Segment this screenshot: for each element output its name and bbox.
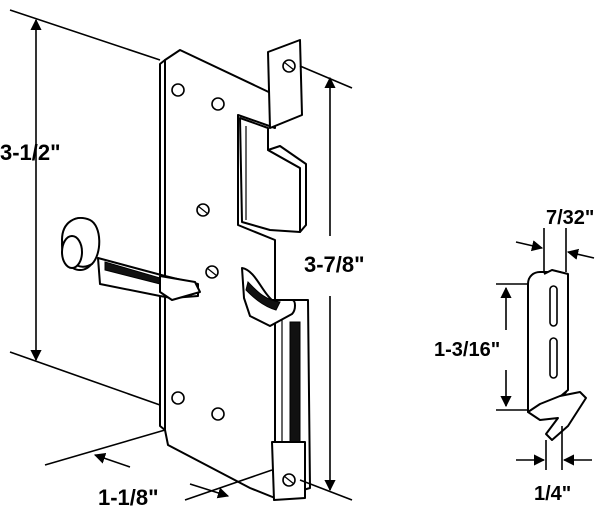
overall-height-label: 3-1/2" bbox=[0, 140, 61, 165]
keeper-width-dimension bbox=[516, 426, 592, 470]
latch-body bbox=[61, 39, 311, 501]
backset-dimension bbox=[44, 429, 273, 501]
overall-height-dimension bbox=[9, 9, 161, 406]
screw-spacing-dimension bbox=[299, 65, 353, 501]
keeper-width-label: 1/4" bbox=[534, 483, 571, 505]
screw-spacing-label: 3-7/8" bbox=[304, 252, 365, 277]
keeper-thickness-dimension bbox=[515, 228, 595, 272]
keeper-height-label: 1-3/16" bbox=[434, 339, 500, 361]
backset-label: 1-1/8" bbox=[98, 485, 159, 510]
keeper-thickness-label: 7/32" bbox=[546, 207, 594, 229]
keeper bbox=[527, 269, 587, 441]
keeper-height-dimension bbox=[496, 283, 528, 411]
